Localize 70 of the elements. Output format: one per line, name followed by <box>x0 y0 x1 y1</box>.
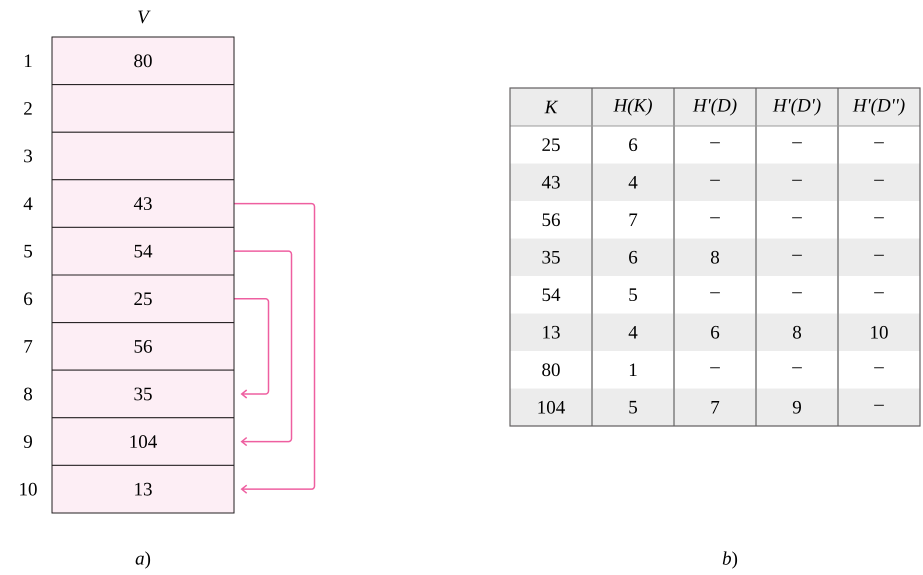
array-cell: 56 <box>52 322 234 371</box>
table-cell: 56 <box>542 213 560 226</box>
table-cell: 4 <box>628 326 638 338</box>
table-cell: – <box>710 367 720 368</box>
table-cell: 35 <box>542 250 560 264</box>
array-cell: 35 <box>52 370 234 418</box>
table-cell: – <box>874 217 884 218</box>
table-cell: – <box>792 254 802 256</box>
array-cell: 80 <box>52 36 234 86</box>
table-cell: – <box>874 292 884 294</box>
table-cell: – <box>792 180 802 181</box>
table-cell: – <box>710 217 720 218</box>
table-cell: 6 <box>629 138 638 152</box>
table-header-cell: H'(D'') <box>852 98 905 116</box>
row-number: 2 <box>24 102 32 115</box>
row-number: 7 <box>24 340 32 353</box>
row-number: 8 <box>24 388 32 400</box>
table-cell: 8 <box>710 250 720 264</box>
row-number: 9 <box>24 435 32 448</box>
row-number: 1 <box>24 54 32 68</box>
row-number: 6 <box>24 292 32 306</box>
table-cell: 104 <box>538 400 565 414</box>
table-cell: 6 <box>711 326 720 339</box>
table-cell: – <box>874 180 884 181</box>
row-number: 5 <box>24 244 32 258</box>
table-cell: 5 <box>629 400 637 414</box>
row-number: 4 <box>24 197 32 210</box>
row-number: 10 <box>20 482 37 496</box>
table-cell: 10 <box>871 326 888 339</box>
table-cell: 80 <box>542 363 560 376</box>
array-cell: 54 <box>52 226 234 276</box>
table-header-cell: K <box>544 100 558 114</box>
table-header-cell: H'(D) <box>692 98 736 116</box>
empty-array-cell <box>52 84 234 133</box>
array-cell: 25 <box>52 274 234 324</box>
table-cell: 1 <box>630 363 637 376</box>
table-cell: 8 <box>792 326 802 339</box>
table-header-cell: H'(D') <box>772 98 821 116</box>
table-cell: 13 <box>543 326 560 339</box>
arrow <box>234 298 270 399</box>
table-cell: – <box>874 367 884 368</box>
table-cell: – <box>792 217 802 218</box>
panel-caption: a) <box>136 551 150 569</box>
table-cell: – <box>874 404 884 406</box>
array-cell: 43 <box>52 179 234 228</box>
panel-caption: b) <box>722 551 738 569</box>
table-cell: 7 <box>630 214 638 226</box>
table-cell: – <box>874 254 884 256</box>
arrow <box>234 202 316 494</box>
array-cell: 104 <box>52 417 234 466</box>
table-cell: – <box>710 292 720 294</box>
array-cell: 13 <box>52 464 234 514</box>
table-cell: 4 <box>628 176 638 188</box>
table-cell: 5 <box>629 288 637 302</box>
table-cell: – <box>710 180 720 181</box>
table-cell: – <box>710 142 720 144</box>
row-number: 3 <box>24 150 32 162</box>
table-cell: – <box>792 142 802 144</box>
table-cell: – <box>792 367 802 368</box>
table-cell: – <box>792 292 802 294</box>
table-header-cell: H(K) <box>613 98 652 116</box>
table-cell: 6 <box>629 250 638 264</box>
table-cell: 43 <box>542 176 560 189</box>
arrow <box>234 250 292 446</box>
table-cell: – <box>874 142 884 144</box>
table-cell: 54 <box>542 288 560 302</box>
table-cell: 9 <box>792 400 801 414</box>
empty-array-cell <box>52 132 234 180</box>
table-cell: 7 <box>712 401 720 414</box>
table-cell: 25 <box>542 138 560 152</box>
